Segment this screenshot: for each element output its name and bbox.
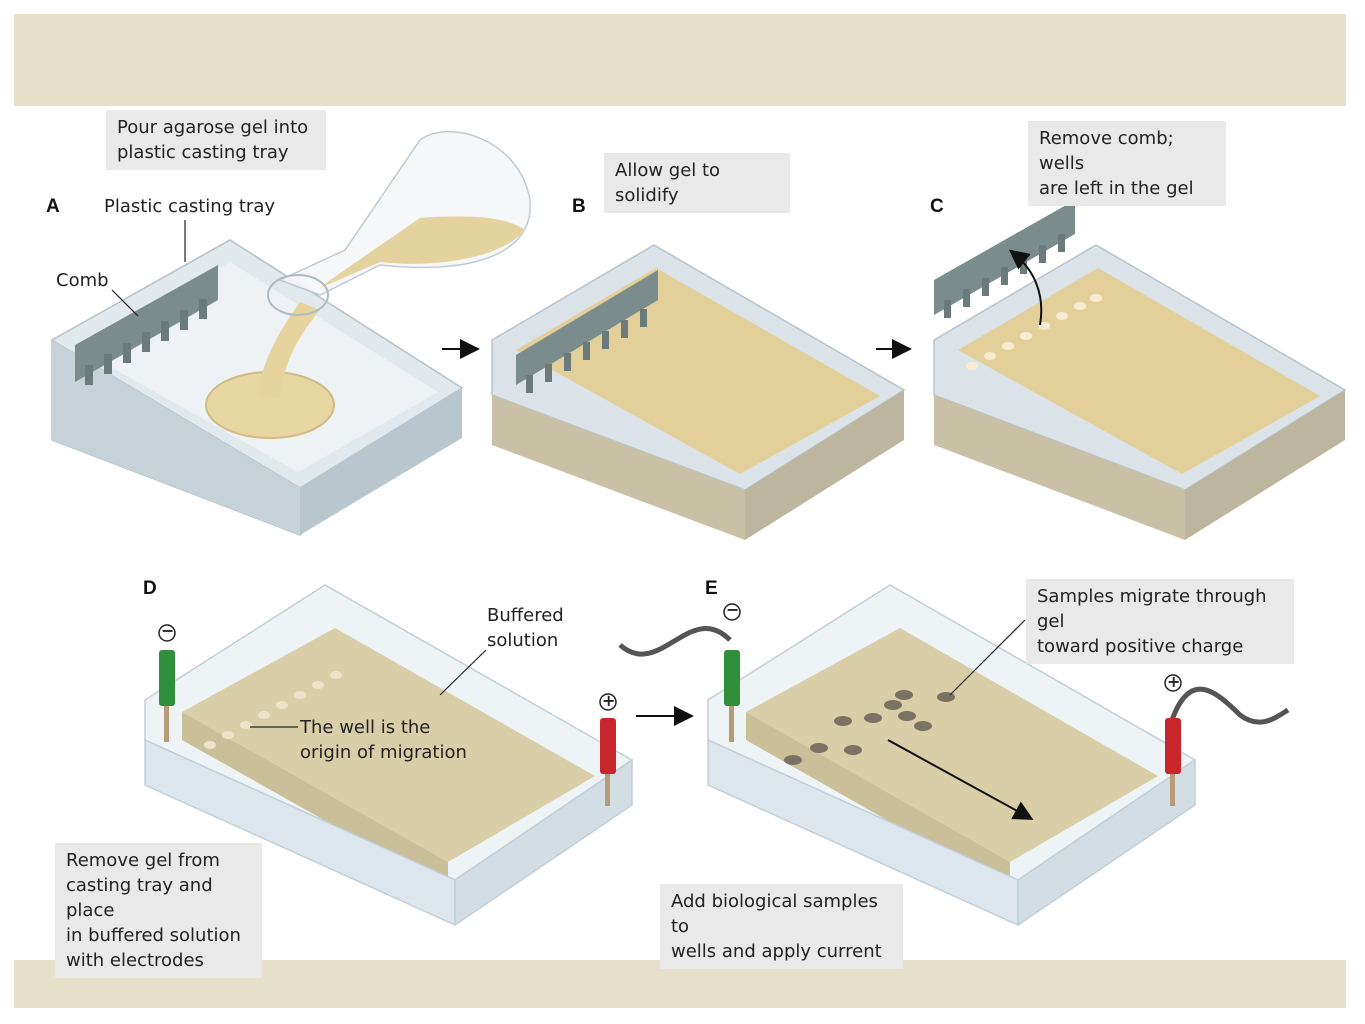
panel-a-letter: A bbox=[46, 196, 60, 217]
panel-b-tray bbox=[491, 244, 906, 540]
panel-e-letter: E bbox=[705, 578, 718, 599]
panel-e-migrate-caption: Samples migrate through gel toward posit… bbox=[1026, 579, 1294, 664]
panel-c-letter: C bbox=[930, 196, 944, 217]
panel-c-tray bbox=[933, 244, 1347, 540]
panel-d-negative-terminal bbox=[158, 624, 176, 642]
panel-e-positive-terminal bbox=[1164, 674, 1182, 692]
buffer-leader-line bbox=[439, 649, 487, 696]
panel-e-negative-symbol: − bbox=[726, 600, 740, 619]
panel-d-letter: D bbox=[143, 578, 157, 599]
comb-leader-line bbox=[111, 289, 139, 317]
panel-a-comb bbox=[75, 265, 218, 385]
plastic-casting-tray-label: Plastic casting tray bbox=[104, 196, 275, 217]
migrate-leader-line bbox=[949, 619, 1026, 696]
well-origin-label: The well is the origin of migration bbox=[300, 717, 467, 763]
top-decorative-band bbox=[14, 14, 1346, 106]
panel-d-chamber bbox=[144, 584, 634, 927]
panel-a-flask bbox=[205, 131, 531, 439]
panel-e-caption: Add biological samples to wells and appl… bbox=[660, 884, 903, 969]
comb-label: Comb bbox=[56, 270, 109, 291]
panel-d-positive-terminal bbox=[599, 693, 617, 711]
comb-lift-arrow bbox=[1008, 249, 1043, 326]
panel-a-caption: Pour agarose gel into plastic casting tr… bbox=[106, 110, 326, 170]
panel-d-positive-symbol: + bbox=[602, 691, 616, 710]
panel-b-letter: B bbox=[572, 196, 586, 217]
migration-direction-arrow bbox=[887, 739, 1034, 820]
panel-d-caption: Remove gel from casting tray and place i… bbox=[55, 843, 262, 978]
panel-b-caption: Allow gel to solidify bbox=[604, 153, 790, 213]
panel-e-positive-symbol: + bbox=[1167, 672, 1181, 691]
panel-e-negative-terminal bbox=[723, 603, 741, 621]
panel-e-chamber bbox=[618, 584, 1290, 927]
buffered-solution-label: Buffered solution bbox=[487, 605, 564, 651]
panel-c-caption: Remove comb; wells are left in the gel bbox=[1028, 121, 1226, 206]
panel-d-negative-symbol: − bbox=[161, 621, 175, 640]
